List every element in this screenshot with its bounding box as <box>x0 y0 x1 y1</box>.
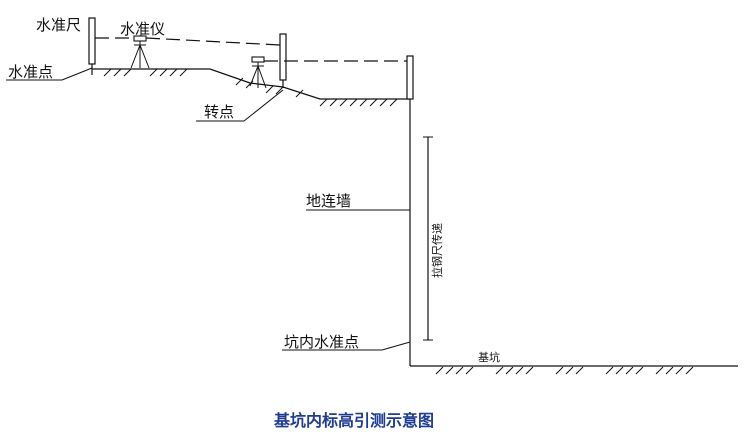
label-turning-point: 转点 <box>204 103 234 121</box>
hatch-turning <box>265 85 304 98</box>
ground-profile <box>92 68 738 367</box>
hatch-pit-floor <box>435 366 694 375</box>
ground-surface-line <box>92 68 410 100</box>
staff-at-benchmark <box>88 17 96 75</box>
leader-turning-d <box>243 89 284 122</box>
label-diaphragm-wall: 地连墙 <box>306 192 351 210</box>
label-benchmark: 水准点 <box>8 63 53 81</box>
hatch-upper <box>103 68 188 77</box>
level-instrument-2 <box>249 56 267 89</box>
leader-lines <box>6 67 411 351</box>
label-tape-transfer: 拉钢尺传递 <box>430 223 444 278</box>
diagram-caption: 基坑内标高引测示意图 <box>273 411 434 430</box>
leader-benchmark-d <box>61 67 93 81</box>
ground-hatching <box>103 68 694 375</box>
staff-at-turning-point <box>279 33 287 88</box>
label-level-instrument: 水准仪 <box>120 20 165 38</box>
staff-at-wall <box>406 55 414 100</box>
tape-dimension <box>423 136 433 341</box>
level-instrument-1 <box>130 35 150 69</box>
sight-lines <box>95 37 407 62</box>
label-staff-top: 水准尺 <box>36 16 81 34</box>
hatch-right <box>319 98 398 107</box>
label-pit: 基坑 <box>478 350 500 364</box>
label-pit-benchmark: 坑内水准点 <box>284 333 359 351</box>
leader-pit-bm-d <box>381 341 411 351</box>
sight-line-fore-1 <box>145 37 281 46</box>
